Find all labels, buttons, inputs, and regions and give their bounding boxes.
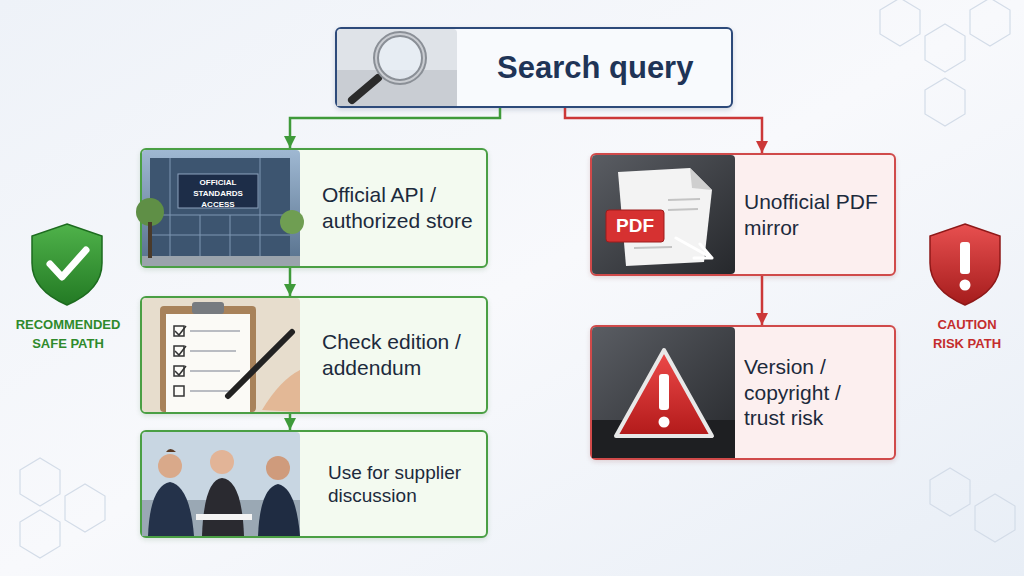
risk-box: Unofficial PDF mirror: [590, 153, 896, 276]
search-box: Search query: [335, 27, 733, 108]
hexagon-decor: [20, 0, 1015, 558]
pdf-image: [592, 155, 735, 274]
risk-box: Version / copyright / trust risk: [590, 325, 896, 460]
flow-arrow: [565, 108, 762, 153]
process-box: Official API / authorized store: [140, 148, 488, 268]
pdf-badge: PDF: [606, 212, 664, 240]
warning-image: [592, 327, 735, 458]
meeting-image: [142, 432, 300, 536]
node-text: Official API / authorized store: [322, 182, 482, 233]
node-text: Use for supplier discussion: [328, 461, 482, 507]
flow-arrow: [290, 108, 500, 148]
flow-arrow: [289, 414, 292, 430]
node-text: Search query: [497, 49, 727, 87]
flow-arrow: [289, 268, 292, 296]
safe-shield: [32, 224, 102, 305]
caution-shield: [930, 224, 1000, 305]
building-image: [136, 150, 304, 266]
path-label: RECOMMENDED SAFE PATH: [8, 316, 128, 354]
node-text: Check edition / addendum: [322, 329, 482, 380]
node-text: Version / copyright / trust risk: [744, 354, 874, 431]
flow-arrow: [761, 276, 764, 325]
node-text: Unofficial PDF mirror: [744, 189, 888, 240]
process-box: Check edition / addendum: [140, 296, 488, 414]
path-label: CAUTION RISK PATH: [925, 316, 1009, 354]
process-box: Use for supplier discussion: [140, 430, 488, 538]
magnifier-image: [337, 29, 457, 106]
sign-text: OFFICIAL STANDARDS ACCESS: [180, 178, 256, 210]
checklist-image: [142, 298, 300, 412]
